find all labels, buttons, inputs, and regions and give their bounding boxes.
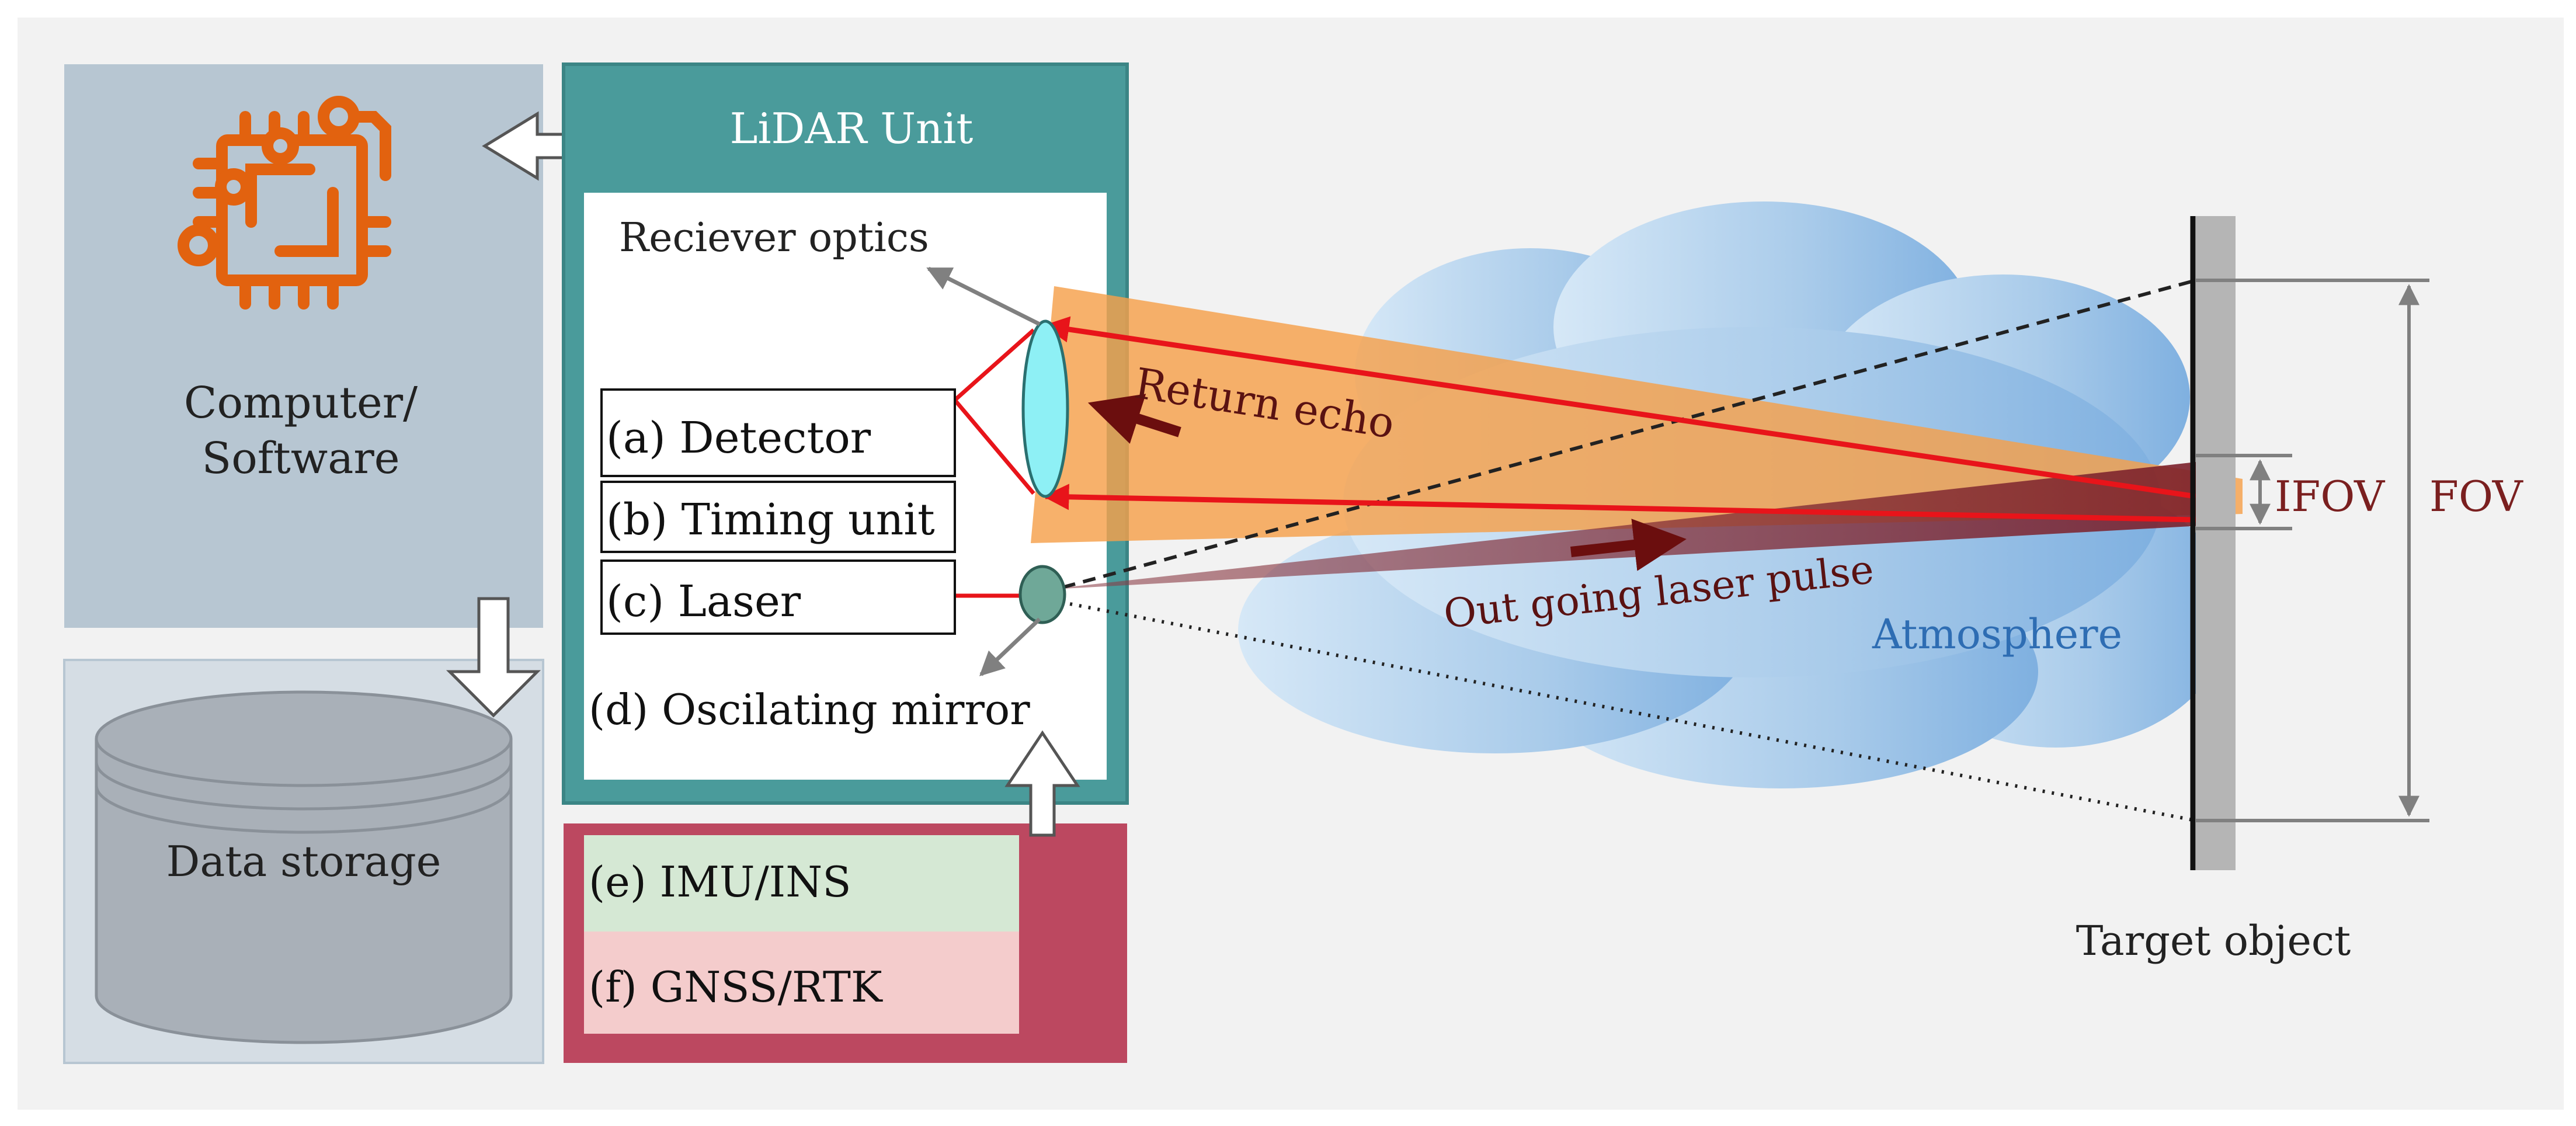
computer-label-line1: Computer/ — [184, 378, 418, 428]
fov-dimension — [2196, 279, 2429, 822]
cpu-chip-icon — [178, 96, 391, 310]
oscillating-mirror-label: (d) Oscilating mirror — [589, 685, 1030, 734]
computer-panel — [64, 64, 543, 628]
atmosphere-label: Atmosphere — [1872, 610, 2122, 658]
receiver-lens — [1021, 319, 1069, 498]
imu-label: (e) IMU/INS — [589, 857, 851, 906]
mirror-pointer — [979, 617, 1041, 676]
receiver-optics-label: Reciever optics — [619, 215, 929, 261]
target-object — [2196, 216, 2236, 870]
oscillating-mirror — [1018, 565, 1066, 624]
return-echo-direction-arrow — [1087, 394, 1181, 444]
outgoing-pulse-direction-arrow — [1570, 519, 1687, 571]
echo-ray-upper — [1042, 316, 2196, 499]
echo-ray-lower — [1042, 484, 2196, 523]
database-cylinder-icon — [95, 690, 513, 1044]
fov-label: FOV — [2429, 472, 2524, 521]
detector-box — [600, 388, 956, 477]
laser-box — [600, 559, 956, 635]
imu-box — [584, 835, 1019, 932]
outgoing-pulse-beam — [1042, 461, 2202, 590]
lidar-unit-title: LiDAR Unit — [730, 104, 974, 153]
gnss-box — [584, 932, 1019, 1034]
target-object-label: Target object — [2076, 917, 2351, 965]
timing-unit-label: (b) Timing unit — [606, 495, 935, 545]
scan-upper-line — [1042, 279, 2196, 595]
positioning-to-lidar-arrow — [1004, 730, 1080, 837]
detector-label: (a) Detector — [606, 413, 871, 463]
timing-unit-box — [600, 481, 956, 553]
receiver-optics-pointer — [926, 266, 1041, 326]
laser-label: (c) Laser — [606, 576, 801, 627]
gnss-label: (f) GNSS/RTK — [589, 962, 883, 1012]
ifov-label: IFOV — [2275, 472, 2386, 521]
data-storage-label: Data storage — [166, 837, 441, 886]
computer-to-storage-arrow — [446, 597, 541, 718]
computer-label-line2: Software — [202, 433, 400, 484]
atmosphere-cloud — [1238, 201, 2231, 788]
